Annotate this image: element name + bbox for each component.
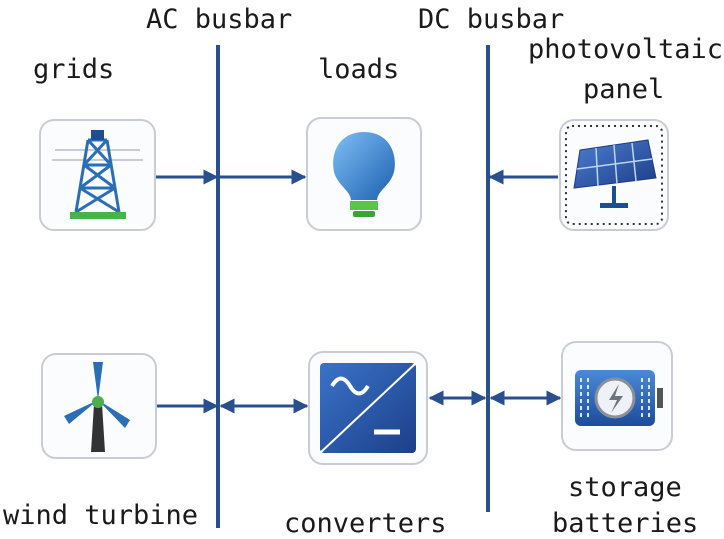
battery-icon	[561, 341, 673, 451]
photovoltaic-label-line2: panel	[583, 74, 665, 105]
ac-busbar-label: AC busbar	[146, 4, 293, 35]
wind-turbine-icon	[41, 353, 157, 459]
solar-panel-icon	[559, 119, 669, 231]
light-bulb-icon	[306, 117, 422, 231]
storage-label-line2: batteries	[552, 508, 699, 539]
ac-dc-converter-icon	[308, 351, 428, 465]
transmission-tower-icon	[39, 119, 156, 231]
loads-label: loads	[318, 54, 400, 85]
grids-label: grids	[33, 54, 115, 85]
dc-busbar-label: DC busbar	[418, 4, 565, 35]
storage-label-line1: storage	[568, 472, 682, 503]
converters-label: converters	[284, 508, 447, 539]
wind-turbine-label: wind turbine	[3, 500, 199, 531]
photovoltaic-label-line1: photovoltaic	[528, 34, 724, 65]
